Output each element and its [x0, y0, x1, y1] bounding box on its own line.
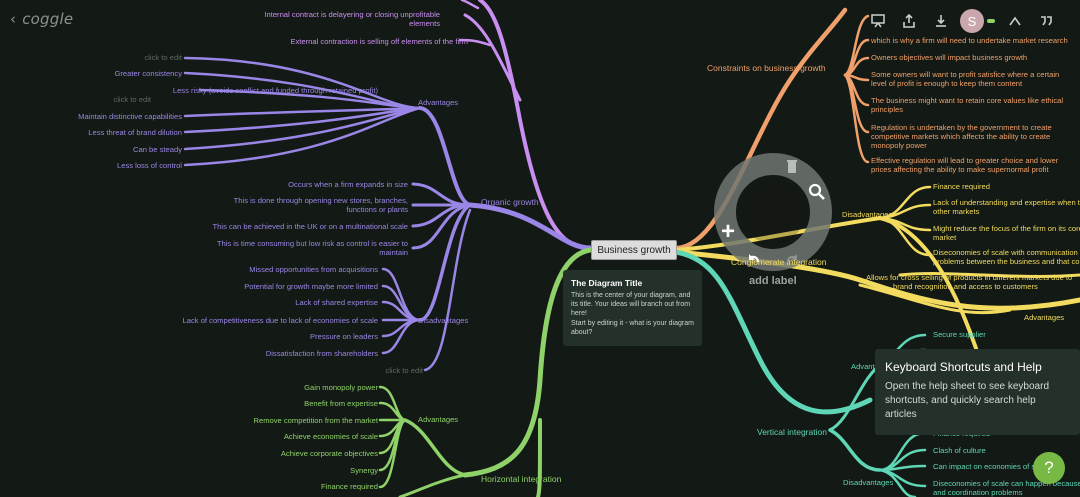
list-item[interactable]: The business might want to retain core v… [871, 96, 1064, 105]
list-item[interactable]: Lack of competitiveness due to lack of e… [182, 316, 378, 325]
comments-icon[interactable] [1034, 9, 1058, 33]
organic-growth-title[interactable]: Organic growth [481, 197, 539, 207]
list-item[interactable]: functions or plants [346, 205, 408, 214]
list-item[interactable]: Can be steady [133, 145, 182, 154]
help-panel-title: Keyboard Shortcuts and Help [885, 360, 1042, 374]
list-item[interactable]: Lack of shared expertise [295, 298, 378, 307]
center-node-label: Business growth [597, 244, 671, 256]
list-item[interactable]: which is why a firm will need to underta… [871, 36, 1068, 45]
list-item[interactable]: Dissatisfaction from shareholders [265, 349, 378, 358]
topleft-note[interactable]: External contraction is selling off elem… [290, 37, 468, 46]
logo-text: coggle [22, 10, 74, 28]
list-item[interactable]: and coordination problems [933, 488, 1023, 497]
list-item[interactable]: Regulation is undertaken by the governme… [871, 123, 1052, 132]
avatar[interactable]: S [960, 9, 984, 33]
conglomerate-title[interactable]: Conglomerate integration [731, 257, 827, 267]
list-item[interactable]: problems between the business and that c… [933, 257, 1080, 266]
list-item[interactable]: market [933, 233, 957, 242]
avatar-initial: S [967, 13, 977, 29]
ring-menu[interactable] [714, 153, 832, 271]
list-item[interactable]: Less risky (avoids conflict and funded t… [172, 86, 378, 95]
list-item[interactable]: brand recognition and access to customer… [893, 282, 1038, 291]
tooltip-title: The Diagram Title [571, 278, 643, 288]
collaborators-icon[interactable] [984, 9, 998, 33]
present-icon[interactable] [866, 9, 890, 33]
list-item[interactable]: Potential for growth maybe more limited [244, 282, 378, 291]
vertical-advantages-label[interactable]: Advantages [851, 362, 892, 371]
plus-icon[interactable]: + [721, 218, 736, 245]
redo-icon[interactable] [783, 250, 801, 274]
conglomerate-advantages-label[interactable]: Advantages [1024, 313, 1065, 322]
list-item[interactable]: Effective regulation will lead to greate… [871, 156, 1059, 165]
list-item[interactable]: Gain monopoly power [304, 383, 378, 392]
coggle-logo[interactable]: ‹ coggle [10, 10, 73, 28]
tooltip-body-2: Start by editing it - what is your diagr… [571, 320, 694, 336]
list-item[interactable]: prices affecting the ability to make sup… [871, 165, 1049, 174]
list-item[interactable]: Finance required [933, 182, 990, 191]
constraints-title[interactable]: Constraints on business growth [707, 63, 826, 73]
list-item[interactable]: maintain [379, 248, 408, 257]
topleft-note[interactable]: Internal contract is delayering or closi… [264, 10, 440, 19]
list-item[interactable]: Secure supplier [933, 330, 986, 339]
list-item[interactable]: level of profit is enough to keep them c… [871, 79, 1023, 88]
list-item[interactable]: competitive markets which affects the ab… [871, 132, 1051, 141]
list-item[interactable]: Lack of understanding and expertise when… [933, 198, 1080, 207]
list-item[interactable]: Maintain distinctive capabilities [78, 112, 182, 121]
undo-icon[interactable] [745, 250, 763, 274]
list-item[interactable]: Can impact on economies of scale [933, 462, 1050, 471]
list-item[interactable]: Less loss of control [117, 161, 182, 170]
conglomerate-disadvantages-label[interactable]: Disadvantages [842, 210, 893, 219]
activity-icon[interactable] [1003, 9, 1027, 33]
list-item[interactable]: Diseconomies of scale can happen because… [933, 479, 1080, 488]
click-to-edit[interactable]: click to edit [144, 53, 182, 62]
list-item[interactable]: This can be achieved in the UK or on a m… [212, 222, 408, 231]
add-label-button[interactable]: add label [749, 275, 797, 287]
share-icon[interactable] [897, 9, 921, 33]
list-item[interactable]: principles [871, 105, 904, 114]
organic-advantages-label[interactable]: Advantages [418, 98, 459, 107]
vertical-integration-title[interactable]: Vertical integration [757, 427, 827, 437]
list-item[interactable]: Benefit from expertise [304, 399, 378, 408]
horizontal-integration-title[interactable]: Horizontal integration [481, 474, 562, 484]
list-item[interactable]: Might reduce the focus of the firm on it… [933, 224, 1080, 233]
list-item[interactable]: Less threat of brand dilution [88, 128, 182, 137]
list-item[interactable]: Greater consistency [114, 69, 182, 78]
chevron-left-icon[interactable]: ‹ [10, 10, 17, 28]
help-panel-body: Open the help sheet to see keyboard shor… [885, 381, 1050, 420]
tooltip-body: This is the center of your diagram, and … [571, 292, 691, 317]
list-item[interactable]: Finance required [321, 482, 378, 491]
diagram-title-tooltip: The Diagram Title This is the center of … [563, 270, 702, 346]
list-item[interactable]: Remove competition from the market [253, 416, 379, 425]
trash-icon[interactable] [785, 157, 799, 180]
list-item[interactable]: Occurs when a firm expands in size [288, 180, 408, 189]
list-item[interactable]: Allows for cross selling of products in … [866, 273, 1073, 282]
help-button[interactable]: ? [1033, 452, 1065, 484]
list-item[interactable]: other markets [933, 207, 980, 216]
topleft-note[interactable]: elements [409, 19, 440, 28]
list-item[interactable]: Synergy [350, 466, 378, 475]
download-icon[interactable] [929, 9, 953, 33]
help-panel[interactable]: Keyboard Shortcuts and Help Open the hel… [875, 349, 1080, 435]
list-item[interactable]: Achieve economies of scale [283, 432, 378, 441]
list-item[interactable]: This is done through opening new stores,… [233, 196, 408, 205]
vertical-disadvantages-label[interactable]: Disadvantages [843, 478, 894, 487]
list-item[interactable]: Some owners will want to profit satisfic… [871, 70, 1060, 79]
list-item[interactable]: Pressure on leaders [310, 332, 378, 341]
click-to-edit[interactable]: click to edit [385, 366, 423, 375]
help-button-label: ? [1044, 458, 1054, 477]
list-item[interactable]: Clash of culture [933, 446, 986, 455]
center-node[interactable]: Business growth [591, 240, 677, 260]
search-icon[interactable] [808, 183, 826, 207]
organic-disadvantages-label[interactable]: Disadvantages [418, 316, 469, 325]
list-item[interactable]: This is time consuming but low risk as c… [216, 239, 408, 248]
list-item[interactable]: Owners objectives will impact business g… [871, 53, 1028, 62]
click-to-edit[interactable]: click to edit [113, 95, 151, 104]
horizontal-advantages-label[interactable]: Advantages [418, 415, 459, 424]
list-item[interactable]: Diseconomies of scale with communication… [933, 248, 1080, 257]
list-item[interactable]: monopoly power [871, 141, 927, 150]
list-item[interactable]: Missed opportunities from acquisitions [249, 265, 378, 274]
list-item[interactable]: Achieve corporate objectives [280, 449, 378, 458]
